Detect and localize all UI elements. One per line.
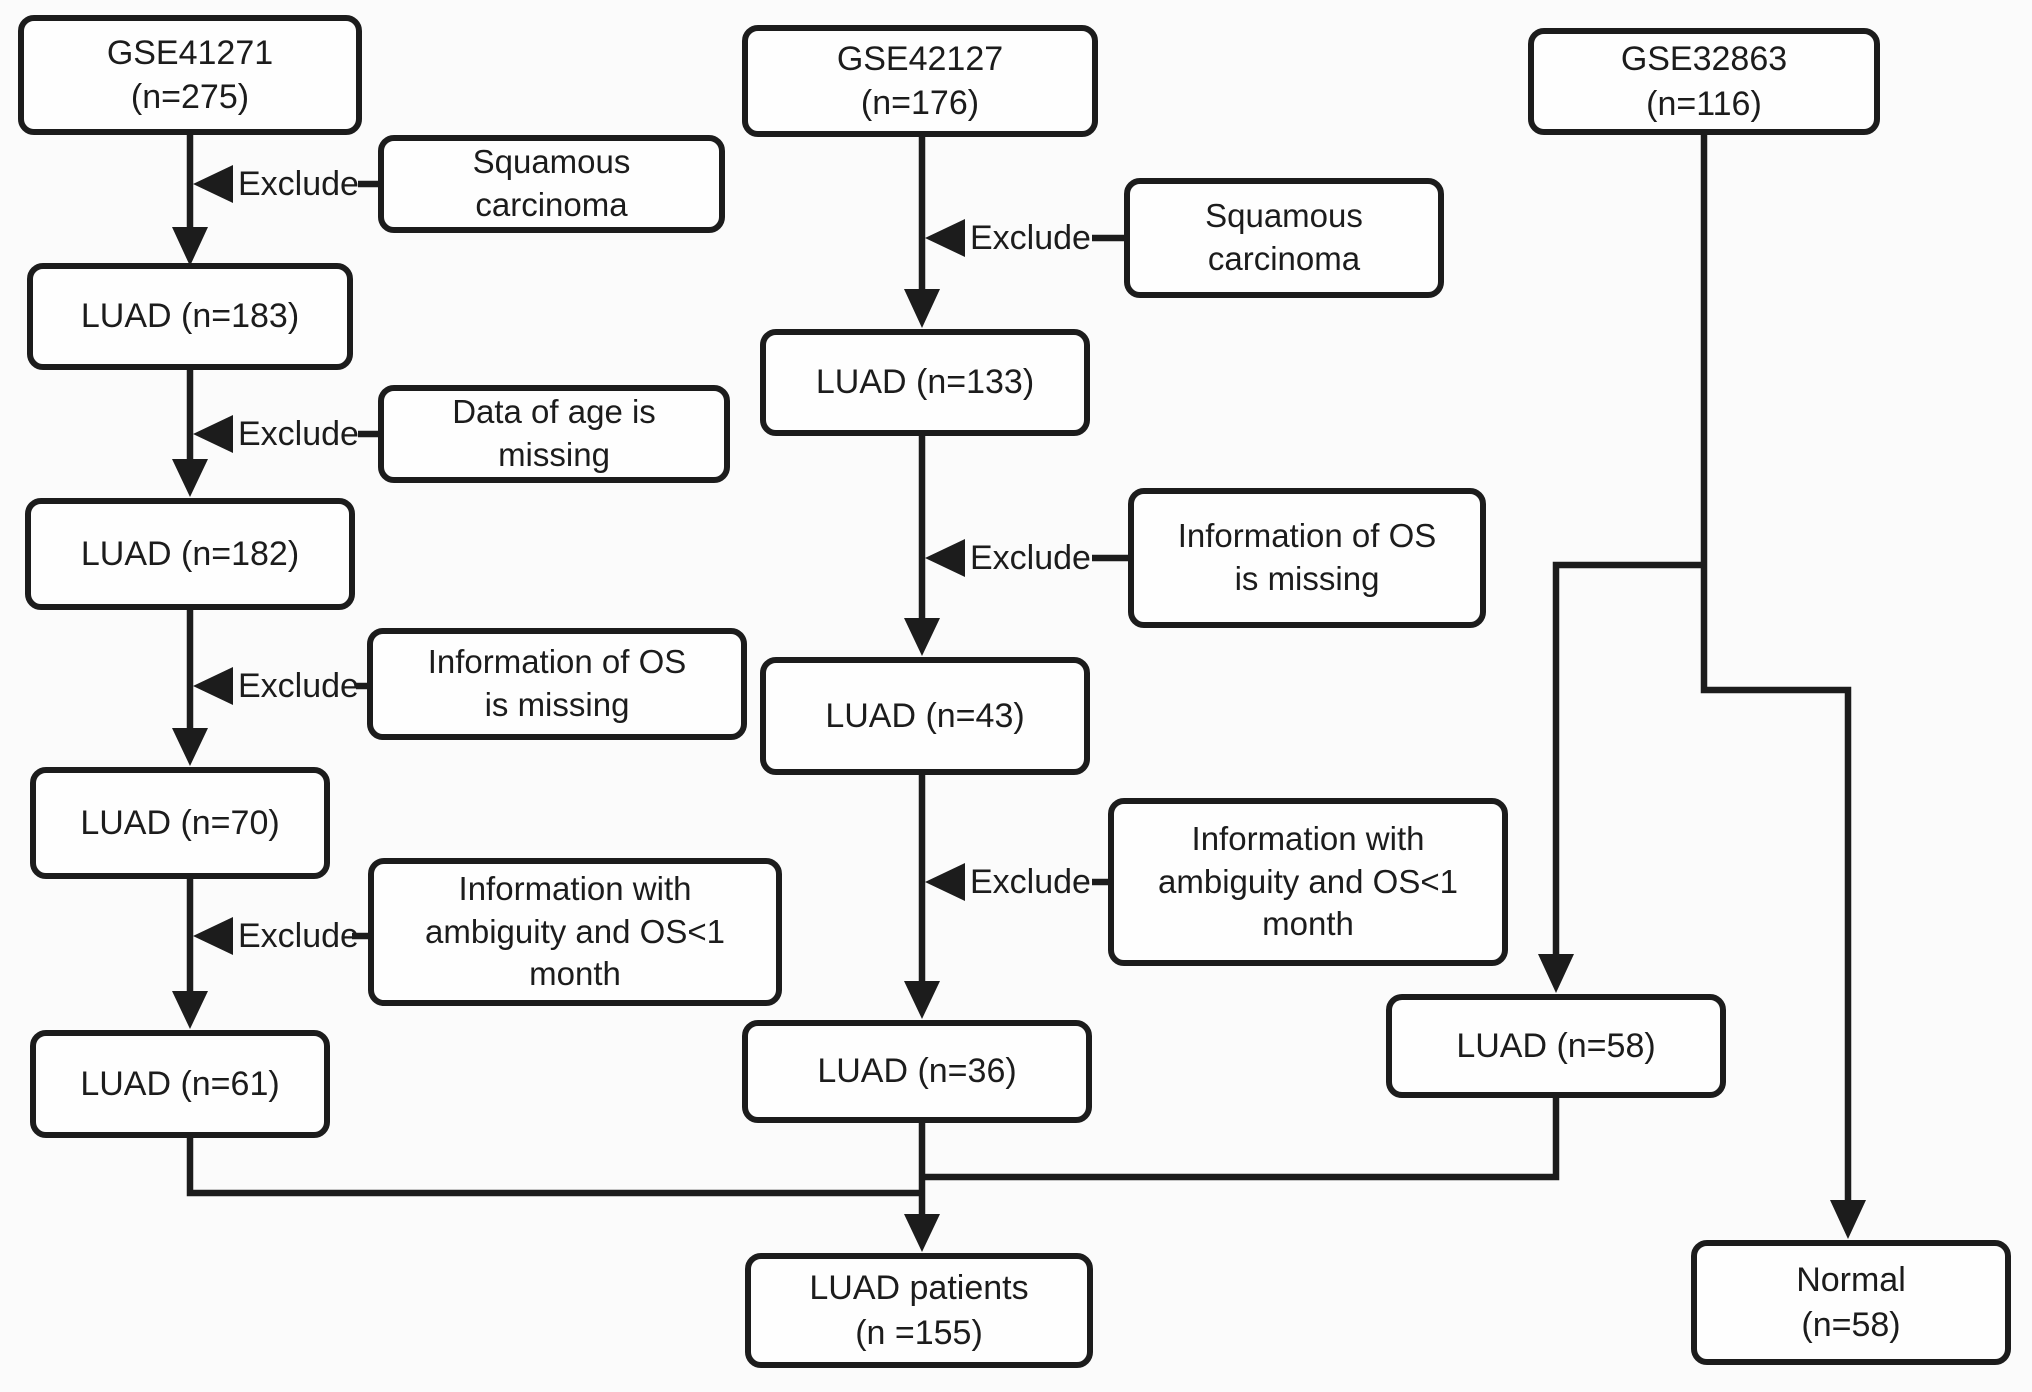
node-luad58: LUAD (n=58) — [1386, 994, 1726, 1098]
exclusion-box-age-missing: Data of age is missing — [378, 385, 730, 483]
node-luad70: LUAD (n=70) — [30, 767, 330, 879]
exclude-label-col1-4: Exclude — [238, 917, 359, 955]
line-gse32863-normal — [1700, 135, 1852, 1201]
exclude-label-col2-2: Exclude — [970, 539, 1091, 577]
node-luad61: LUAD (n=61) — [30, 1030, 330, 1138]
arrowhead-left-icon — [925, 863, 965, 901]
arrowhead-down-icon — [172, 459, 208, 497]
exclusion-box-os-missing-2: Information of OS is missing — [1128, 488, 1486, 628]
flow-column3 — [922, 135, 1866, 1239]
node-normal: Normal (n=58) — [1691, 1240, 2011, 1365]
line-merge-left — [186, 1138, 922, 1197]
arrowhead-down-icon — [1830, 1200, 1866, 1239]
flow-column2 — [904, 137, 940, 1252]
node-gse41271: GSE41271 (n=275) — [18, 15, 362, 135]
arrowhead-left-icon — [925, 219, 965, 257]
exclude-connectors — [193, 165, 1128, 955]
exclude-label-col1-3: Exclude — [238, 667, 359, 705]
arrowhead-left-icon — [193, 667, 233, 705]
line-merge-right — [922, 1098, 1560, 1181]
exclusion-box-os-missing-1: Information of OS is missing — [367, 628, 747, 740]
arrowhead-down-icon — [904, 289, 940, 328]
exclude-label-col1-2: Exclude — [238, 415, 359, 453]
arrowhead-down-icon — [904, 981, 940, 1019]
exclusion-box-ambiguity-2: Information with ambiguity and OS<1 mont… — [1108, 798, 1508, 966]
node-gse42127: GSE42127 (n=176) — [742, 25, 1098, 137]
arrowhead-left-icon — [193, 415, 233, 453]
arrowhead-down-icon — [1538, 954, 1574, 993]
exclusion-box-ambiguity-1: Information with ambiguity and OS<1 mont… — [368, 858, 782, 1006]
arrowhead-left-icon — [193, 165, 233, 203]
node-luad36: LUAD (n=36) — [742, 1020, 1092, 1123]
line-gse32863-luad58 — [1552, 561, 1704, 955]
arrowhead-left-icon — [925, 539, 965, 577]
arrowhead-left-icon — [193, 917, 233, 955]
arrowhead-down-icon — [172, 227, 208, 266]
exclude-label-col1-1: Exclude — [238, 165, 359, 203]
arrowhead-down-icon — [904, 618, 940, 656]
flow-column1 — [172, 135, 922, 1197]
exclude-label-col2-1: Exclude — [970, 219, 1091, 257]
exclusion-box-squamous-carcinoma-1: Squamous carcinoma — [378, 135, 725, 233]
node-luad-patients: LUAD patients (n =155) — [745, 1253, 1093, 1368]
exclusion-box-squamous-carcinoma-2: Squamous carcinoma — [1124, 178, 1444, 298]
node-luad183: LUAD (n=183) — [27, 263, 353, 370]
arrowhead-down-icon — [904, 1214, 940, 1252]
node-gse32863: GSE32863 (n=116) — [1528, 28, 1880, 135]
arrowhead-down-icon — [172, 991, 208, 1029]
exclude-label-col2-3: Exclude — [970, 863, 1091, 901]
node-luad43: LUAD (n=43) — [760, 657, 1090, 775]
node-luad133: LUAD (n=133) — [760, 329, 1090, 436]
node-luad182: LUAD (n=182) — [25, 498, 355, 610]
arrowhead-down-icon — [172, 728, 208, 766]
